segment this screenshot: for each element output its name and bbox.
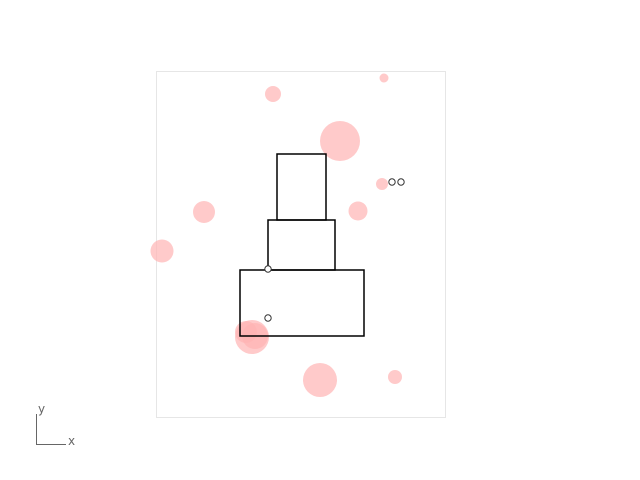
obstacle-circle [379,73,389,83]
block-layer [239,153,365,337]
obstacle-circle [376,178,388,190]
obstacle-circle [320,121,360,161]
bottom-block[interactable] [239,269,365,337]
handle-point[interactable] [388,178,396,186]
obstacle-circle [348,201,368,221]
obstacle-circle [193,201,215,223]
obstacle-circle [150,239,174,263]
handle-point[interactable] [397,178,405,186]
obstacle-circle [265,86,281,102]
axis-indicator: y x [36,402,75,448]
workspace-frame [156,71,446,418]
obstacle-circle [303,363,337,397]
obstacle-circle [388,370,402,384]
handle-point[interactable] [264,314,272,322]
x-axis-label: x [68,434,75,448]
y-axis-label: y [38,402,45,416]
handle-layer [264,178,405,322]
handle-point[interactable] [264,265,272,273]
